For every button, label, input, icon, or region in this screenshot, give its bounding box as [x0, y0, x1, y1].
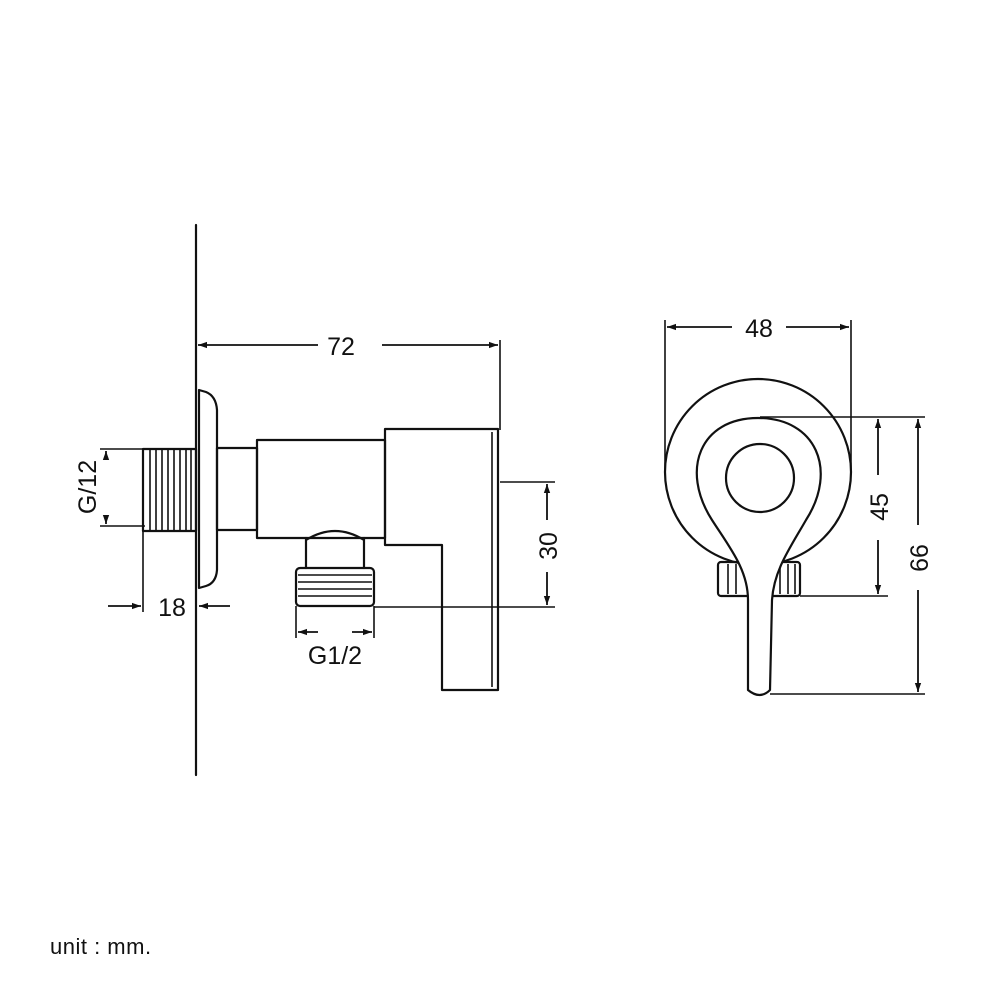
outlet-thread: [294, 566, 376, 608]
front-lever: [695, 416, 822, 697]
label-48: 48: [745, 315, 773, 343]
dim-outlet-thread: G1/2: [295, 606, 375, 670]
label-18: 18: [158, 594, 186, 622]
wall-flange: [197, 388, 219, 590]
valve-body: [255, 438, 387, 540]
label-g12: G/12: [74, 460, 102, 514]
lever-handle: [383, 427, 500, 692]
label-30: 30: [535, 532, 563, 560]
dim-center-height: 45: [760, 416, 925, 597]
label-g1-2: G1/2: [308, 642, 362, 670]
front-view: 48 45 66: [663, 315, 934, 697]
dim-total-height: 66: [770, 419, 934, 695]
side-view: 72 G/12 18 G1/2: [74, 223, 563, 777]
label-66: 66: [906, 544, 934, 572]
label-45: 45: [866, 493, 894, 521]
outlet-branch: [304, 530, 366, 570]
hub-circle: [724, 442, 796, 514]
dim-length-overall: 72: [198, 333, 501, 430]
dim-inlet-thread: G/12: [74, 448, 145, 527]
dim-width: 48: [664, 315, 852, 470]
unit-note: unit : mm.: [50, 934, 152, 959]
dim-flange-depth: 18: [108, 531, 230, 622]
dim-outlet-height: 30: [374, 481, 563, 608]
label-72: 72: [327, 333, 355, 361]
stem-neck: [215, 446, 259, 532]
inlet-thread: [141, 447, 198, 533]
